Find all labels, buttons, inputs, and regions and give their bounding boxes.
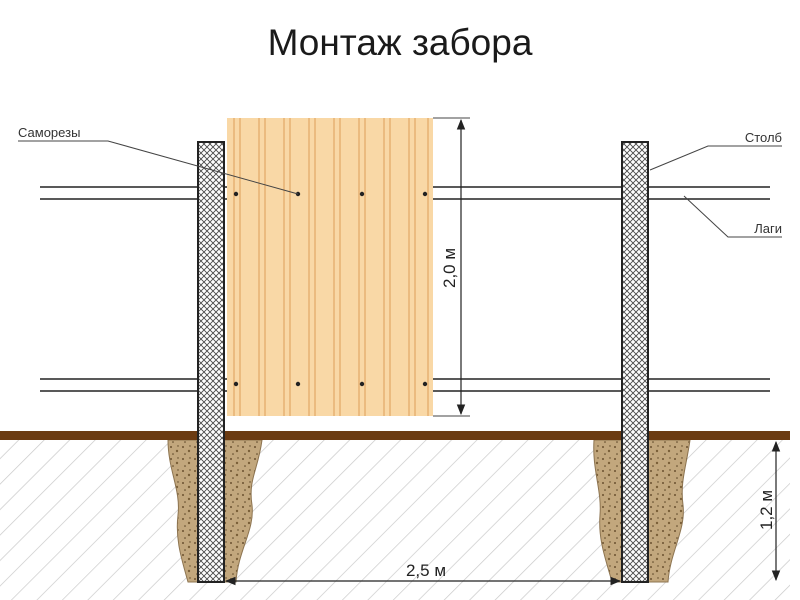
corrugated-sheet <box>227 118 433 416</box>
post-right <box>621 141 649 583</box>
post-depth-label: 1,2 м <box>757 490 776 530</box>
ground-line <box>0 431 790 440</box>
sheet-height-label: 2,0 м <box>440 248 459 288</box>
post-left <box>197 141 225 583</box>
diagram-title: Монтаж забора <box>267 22 533 63</box>
post-spacing-label: 2,5 м <box>406 561 446 580</box>
sheet-height-dimension <box>433 117 470 417</box>
post-label: Столб <box>745 130 782 145</box>
screws-label: Саморезы <box>18 125 80 140</box>
screws <box>233 191 428 387</box>
rails-label: Лаги <box>754 221 782 236</box>
leader-lines <box>18 140 782 238</box>
